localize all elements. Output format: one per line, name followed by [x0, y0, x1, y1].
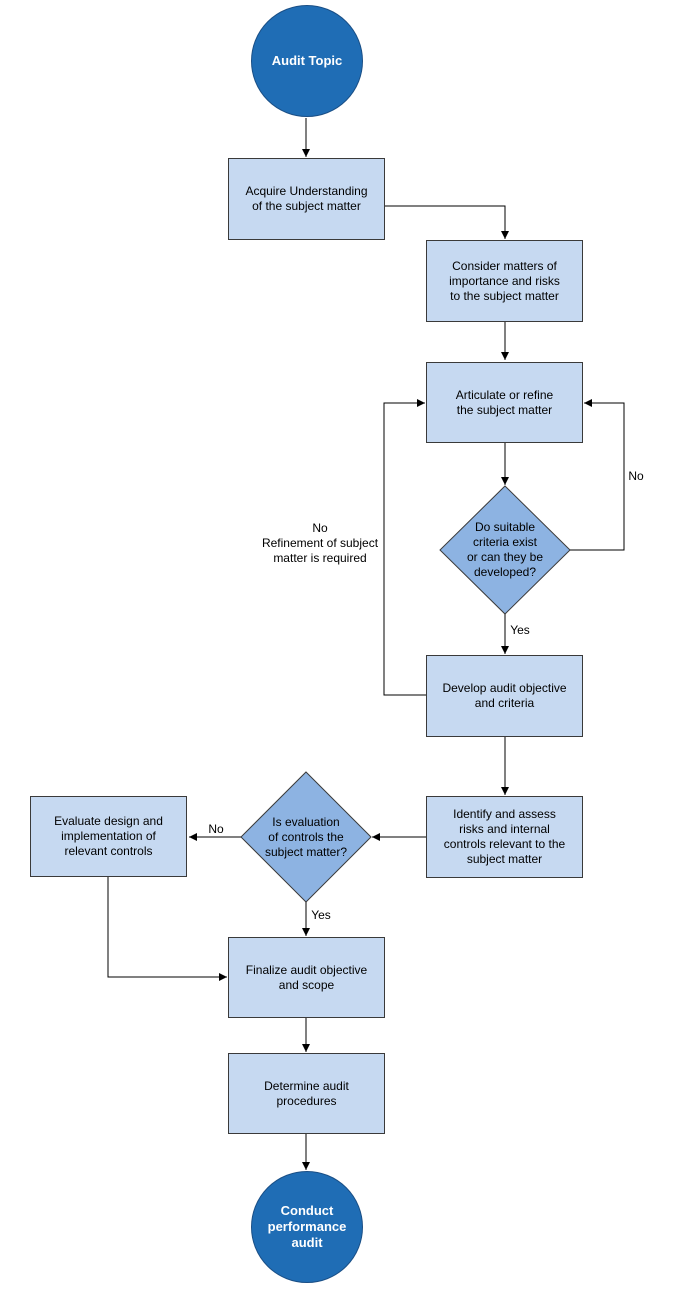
develop-objective-box: Develop audit objective and criteria	[426, 655, 583, 737]
criteria-yes-label: Yes	[510, 623, 530, 637]
articulate-refine-box: Articulate or refine the subject matter	[426, 362, 583, 443]
decision-controls-label: Is evaluation of controls the subject ma…	[264, 814, 348, 859]
edge-acquire-consider	[384, 205, 509, 239]
edge-evaluate-finalize	[107, 877, 227, 981]
controls-yes-label: Yes	[311, 908, 331, 922]
start-node: Audit Topic	[251, 5, 363, 117]
decision-criteria-label: Do suitable criteria exist or can they b…	[466, 520, 544, 579]
finalize-scope-box: Finalize audit objective and scope	[228, 937, 385, 1018]
determine-procedures-box: Determine audit procedures	[228, 1053, 385, 1134]
evaluate-design-box: Evaluate design and implementation of re…	[30, 796, 187, 877]
edge-develop-refine-loop	[383, 399, 427, 696]
consider-matters-box: Consider matters of importance and risks…	[426, 240, 583, 322]
controls-no-label: No	[208, 822, 224, 836]
end-node: Conduct performance audit	[251, 1171, 363, 1283]
edge-decision-no-loop	[570, 399, 625, 551]
acquire-understanding-box: Acquire Understanding of the subject mat…	[228, 158, 385, 240]
criteria-no-label: No	[628, 469, 644, 483]
identify-assess-box: Identify and assess risks and internal c…	[426, 796, 583, 878]
refinement-no-label: No Refinement of subject matter is requi…	[261, 521, 379, 565]
